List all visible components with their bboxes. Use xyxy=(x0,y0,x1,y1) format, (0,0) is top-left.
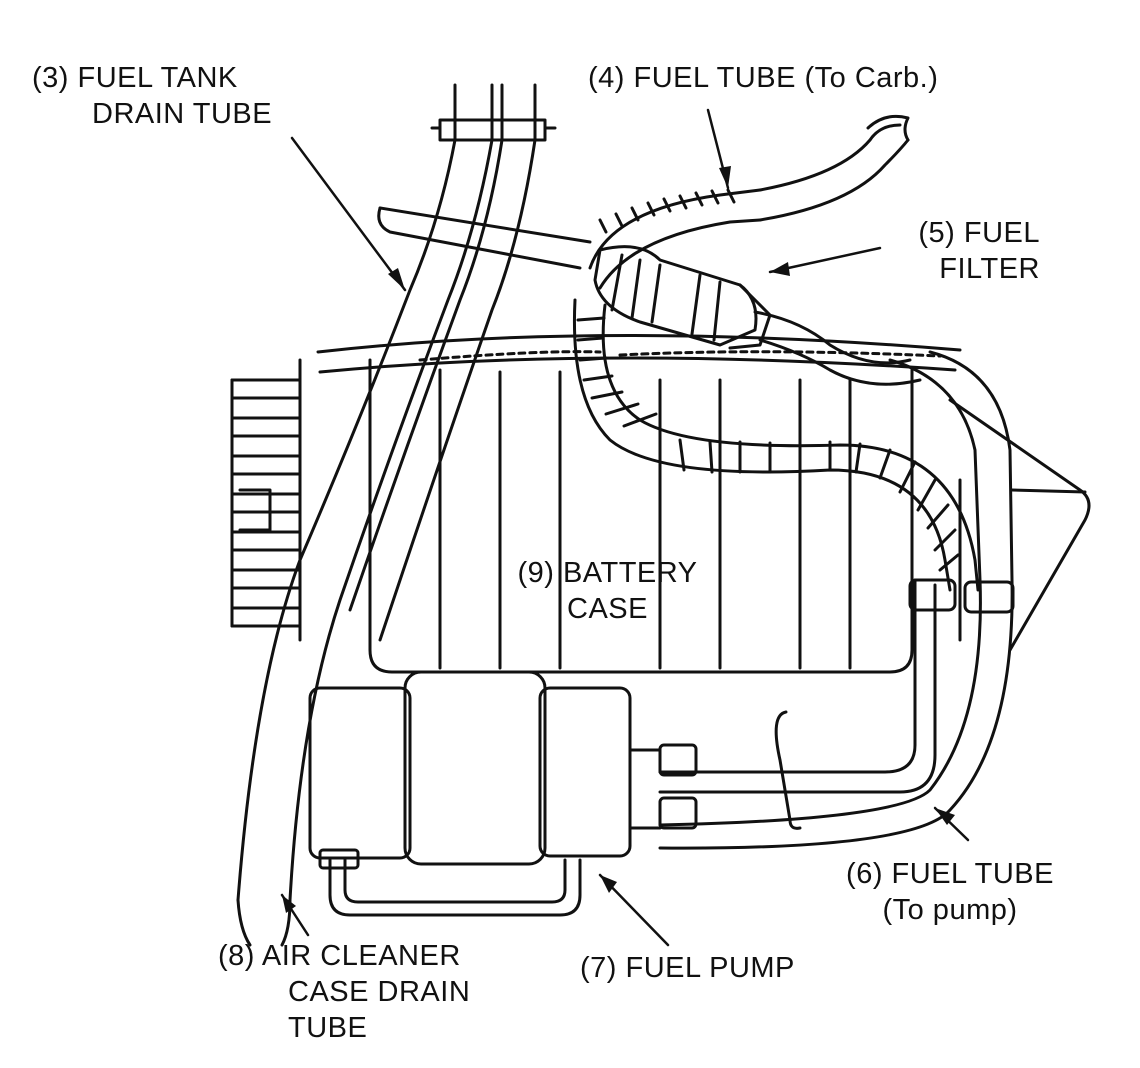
callout-line: (8) AIR CLEANER xyxy=(218,940,461,972)
fuel-tank-drain-tube xyxy=(236,83,557,902)
callout-line: (4) FUEL TUBE (To Carb.) xyxy=(588,62,939,94)
fuel-pump-body xyxy=(308,670,662,917)
callout-line: CASE xyxy=(567,593,648,625)
leader-arrowheads xyxy=(282,166,955,913)
callout-fuel-tube-to-pump: (6) FUEL TUBE (To pump) xyxy=(820,856,1080,928)
callout-line: FILTER xyxy=(939,253,1040,285)
carb-hose-end xyxy=(866,114,910,142)
callout-line: (5) FUEL xyxy=(918,217,1040,249)
corrugated-fuel-tube xyxy=(572,123,980,592)
callout-air-cleaner-drain-tube: (8) AIR CLEANER CASE DRAIN TUBE xyxy=(218,938,470,1046)
callout-fuel-tank-drain-tube: (3) FUEL TANK DRAIN TUBE xyxy=(32,60,272,132)
callout-line: DRAIN TUBE xyxy=(92,98,273,130)
fuel-tube-to-pump xyxy=(658,350,1015,850)
engine-cooling-fins xyxy=(230,358,302,642)
callout-battery-case: (9) BATTERY CASE xyxy=(480,555,735,627)
callout-line: (6) FUEL TUBE xyxy=(846,858,1054,890)
battery-case-body xyxy=(316,334,962,674)
callout-fuel-tube-to-carb: (4) FUEL TUBE (To Carb.) xyxy=(588,60,938,96)
callout-line: CASE DRAIN xyxy=(288,976,471,1008)
callout-line: (9) BATTERY xyxy=(517,557,698,589)
callout-fuel-pump: (7) FUEL PUMP xyxy=(580,950,795,986)
breather-tube xyxy=(377,206,592,270)
callout-line: (To pump) xyxy=(882,894,1018,926)
callout-fuel-filter: (5) FUEL FILTER xyxy=(880,215,1040,287)
callout-line: TUBE xyxy=(288,1012,368,1044)
rear-housing xyxy=(948,398,1091,652)
callout-line: (3) FUEL TANK xyxy=(32,62,238,94)
fuel-filter-body xyxy=(593,245,922,386)
leader-lines xyxy=(280,108,970,947)
callout-line: (7) FUEL PUMP xyxy=(580,952,795,984)
